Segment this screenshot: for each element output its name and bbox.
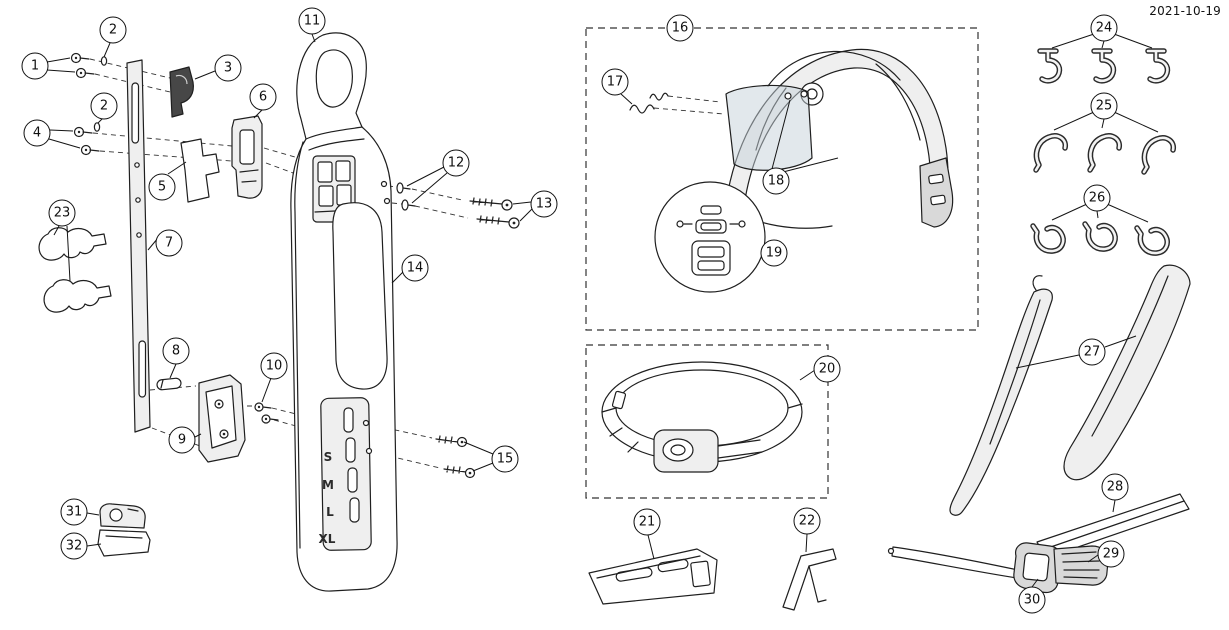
part-21-strap [588,548,718,605]
callout-6: 6 [249,83,277,111]
revision-date: 2021-10-19 [1149,4,1221,18]
part-24-hooks [1040,51,1167,81]
screws-15 [435,435,476,479]
callout-4: 4 [23,119,51,147]
callout-25: 25 [1090,92,1118,120]
callout-14: 14 [401,254,429,282]
part-26-hooks [1033,224,1167,253]
callout-9: 9 [168,426,196,454]
callout-2: 2 [90,92,118,120]
fasteners-12 [396,182,416,211]
size-label-s: S [324,450,333,464]
part-22-hook [782,548,837,611]
callout-20: 20 [813,355,841,383]
size-label-m: M [322,478,334,492]
callout-31: 31 [60,498,88,526]
callout-24: 24 [1090,14,1118,42]
callout-3: 3 [214,54,242,82]
callout-26: 26 [1083,184,1111,212]
callout-12: 12 [442,149,470,177]
inset-detail-19 [654,181,766,293]
part-28-30-strap-buckle [887,493,1190,594]
leader-lines [46,33,1159,588]
size-label-xl: XL [319,532,336,546]
part-10-screws [254,402,279,424]
callout-23: 23 [48,199,76,227]
screws-13 [469,197,520,229]
part-5-bracket [180,138,220,203]
callout-30: 30 [1018,586,1046,614]
callout-17: 17 [601,68,629,96]
part-23-clips [38,227,112,313]
part-20-headband [601,361,803,473]
callout-7: 7 [155,229,183,257]
callout-1: 1 [21,52,49,80]
callout-27: 27 [1078,338,1106,366]
part-7-rail [126,59,151,433]
detail-box-16 [585,27,979,331]
callout-5: 5 [148,173,176,201]
callout-21: 21 [633,508,661,536]
part-6-mount-block [231,115,263,199]
callout-32: 32 [60,532,88,560]
part-3-latch-clip [169,66,194,118]
detail-box-20 [585,344,829,499]
part-11-14-carrier-frame: S M L XL [290,32,398,592]
callout-11: 11 [298,7,326,35]
part-27-straps [949,264,1191,516]
callout-13: 13 [530,190,558,218]
alignment-dashed-lines [89,58,725,469]
callout-15: 15 [491,445,519,473]
callout-16: 16 [666,14,694,42]
part-31-32-adjuster [97,503,151,557]
callout-18: 18 [762,167,790,195]
fasteners-1-2-4 [70,52,108,156]
callout-28: 28 [1101,473,1129,501]
size-label-l: L [326,505,334,519]
callout-8: 8 [162,337,190,365]
callout-19: 19 [760,239,788,267]
part-9-plate [198,374,246,463]
part-17-wire-clips [629,92,669,114]
callout-2: 2 [99,16,127,44]
callout-10: 10 [260,352,288,380]
part-8-pin [156,377,182,391]
callout-29: 29 [1097,540,1125,568]
part-25-hooks [1036,136,1173,172]
callout-22: 22 [793,507,821,535]
